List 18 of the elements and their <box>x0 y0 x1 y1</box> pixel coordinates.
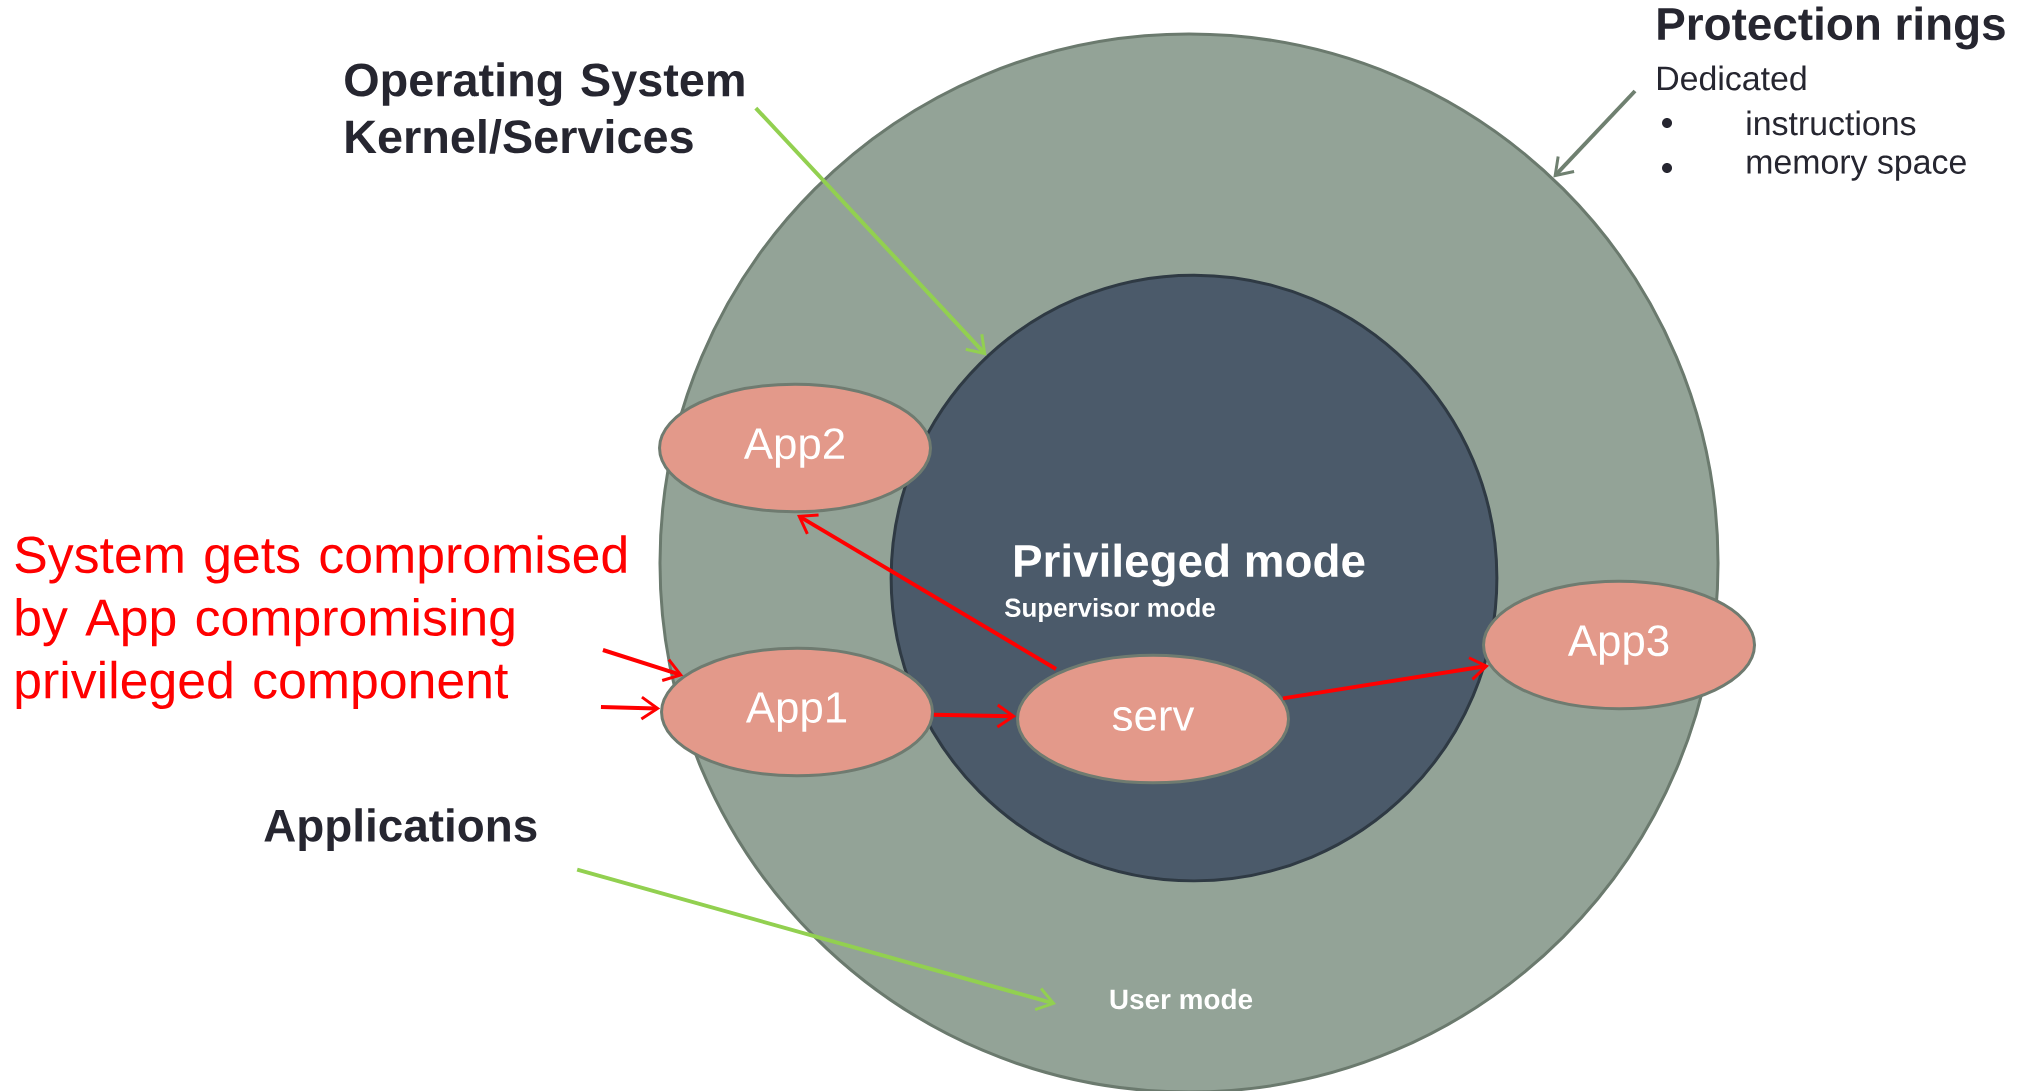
ring-label: Privileged mode <box>1015 543 1365 587</box>
note-text: Dedicated <box>1658 65 1806 91</box>
arrow <box>933 703 1017 729</box>
kernel-label: Operating System Kernel/Services <box>345 62 744 154</box>
ring-sublabel: Supervisor mode <box>1004 597 1215 623</box>
ring-label: User mode <box>1110 988 1253 1010</box>
arrow <box>576 867 1056 1011</box>
arrow <box>600 695 661 721</box>
arrow <box>1553 89 1637 178</box>
arrow <box>754 106 987 356</box>
note-heading: Protection rings <box>1658 6 2005 50</box>
bullet-item: memory space <box>1747 155 1966 181</box>
arrow <box>797 513 1058 671</box>
annotation-text: System gets compromised by App compromising privileged component <box>15 535 626 710</box>
applications-label: Applications <box>264 808 537 851</box>
bullet-item: instructions <box>1747 110 1916 136</box>
arrow <box>1282 656 1490 701</box>
arrow <box>602 648 684 682</box>
